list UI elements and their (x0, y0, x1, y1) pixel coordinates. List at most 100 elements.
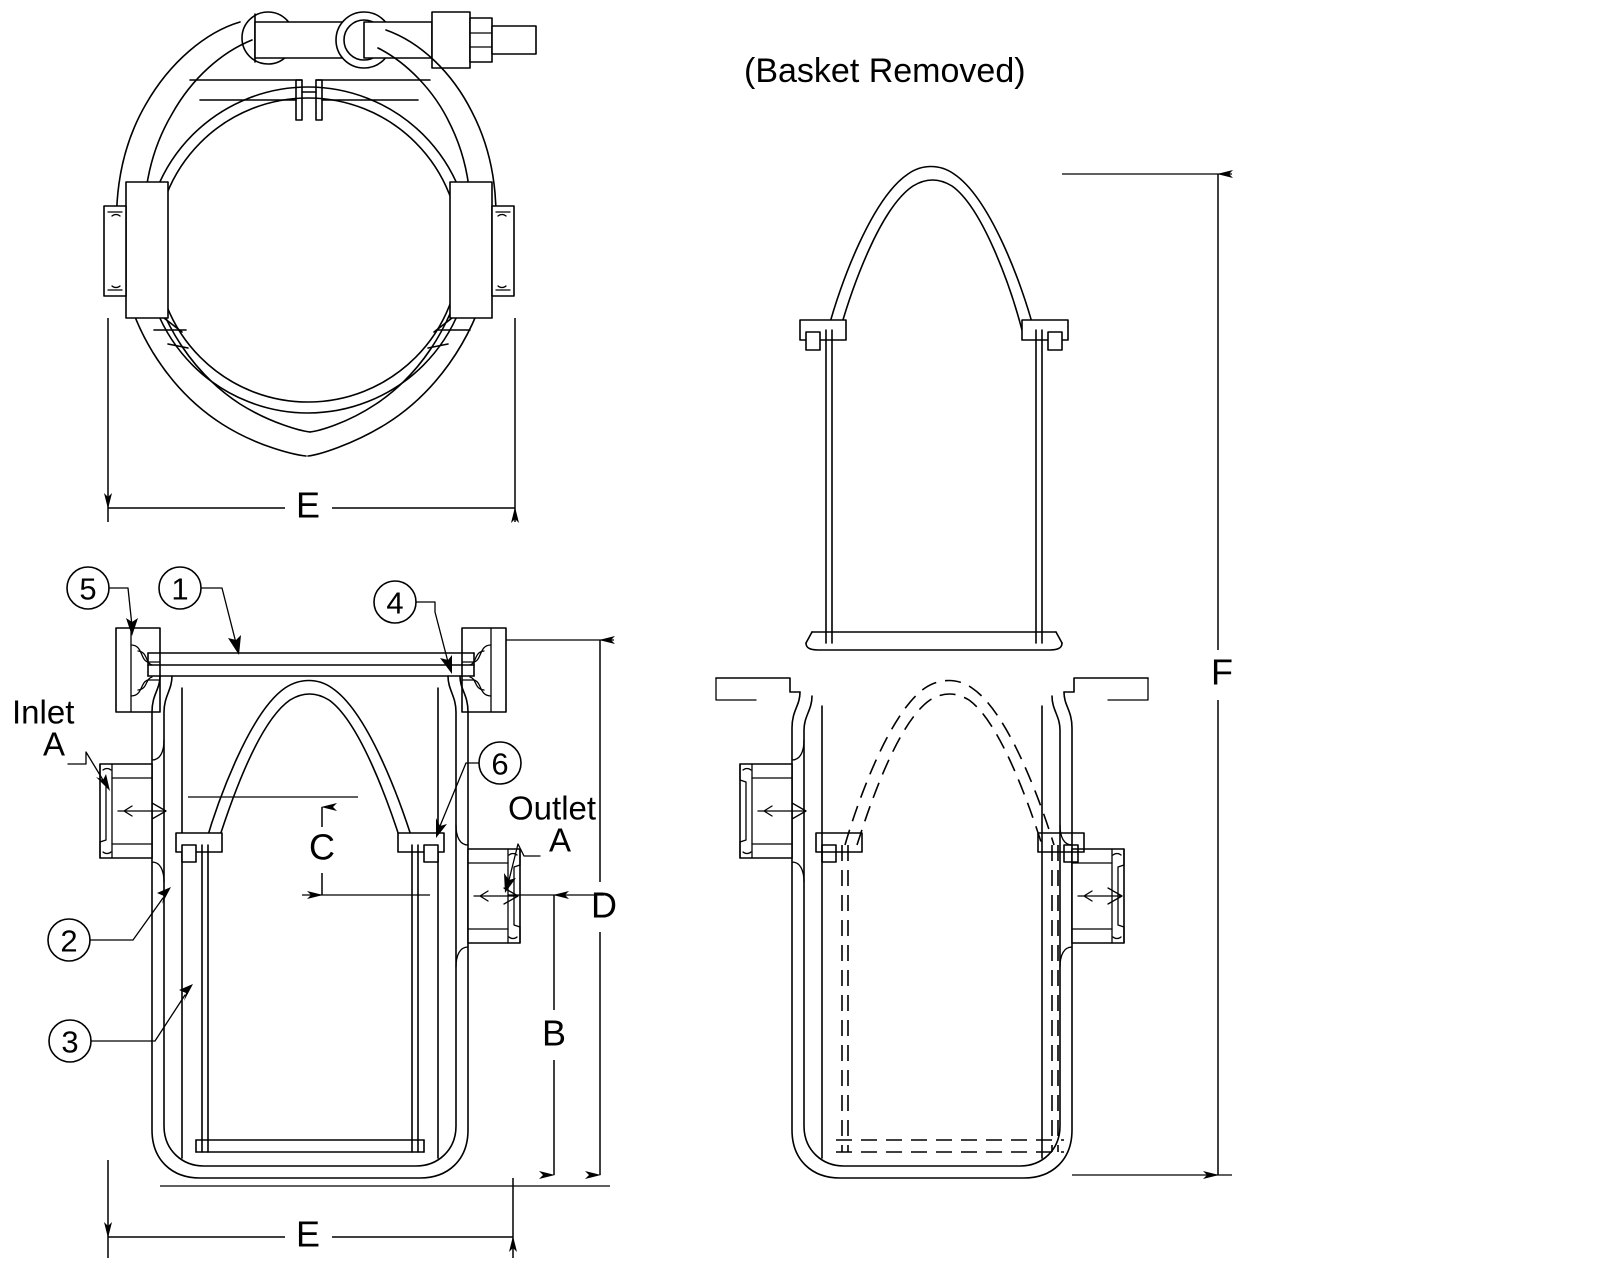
inlet-flange-groove (102, 767, 112, 855)
basket-bracket-left-tab (181, 844, 197, 863)
housing2-inlet-edge (739, 763, 747, 859)
clamp-right-port-body (449, 181, 493, 319)
dimension-d: D (506, 636, 617, 1179)
housing-basket-removed-view: (Basket Removed) F (715, 52, 1233, 1179)
housing2-basket-wall-left (841, 845, 849, 1152)
housing2-outlet-bore (1071, 862, 1113, 930)
balloon-1-arrowhead (228, 635, 241, 655)
balloon-5[interactable]: 5 (66, 566, 138, 636)
balloon-callouts: 5 1 4 (47, 566, 522, 1063)
basket2-handle-arch-inner (839, 179, 1023, 331)
inlet-weld-fillet (151, 739, 165, 883)
housing2-basket-arch-inner (856, 693, 1043, 846)
balloon-4-arrowhead (440, 655, 452, 674)
balloon-4[interactable]: 4 (373, 580, 452, 674)
clamp-left-port-face (103, 205, 127, 297)
clamp-hex-nut-face (469, 17, 493, 63)
clamp-inner-bore-2 (144, 86, 472, 414)
housing2-basket-hidden (815, 679, 1085, 1153)
basket-wall-left (201, 844, 209, 1153)
clamp-right-port-flange (449, 181, 515, 319)
basket-wall-right (411, 844, 419, 1153)
dim-b-label: B (542, 1013, 566, 1054)
inlet-label-group: Inlet A (12, 694, 110, 791)
clamp-ring-top-view: E (103, 11, 537, 526)
outlet-label: Outlet (508, 790, 596, 827)
housing2-basket-bracket-right (1037, 832, 1085, 853)
dimension-b: B (160, 891, 610, 1187)
dim-e-bot-label: E (296, 1214, 320, 1255)
housing2-outlet-groove (1112, 852, 1122, 940)
basket2-bracket-right-tab (1047, 331, 1063, 351)
balloon-6-leader (439, 762, 480, 827)
housing-inner-wall (163, 675, 457, 1167)
clamp-left-port-ridges (107, 211, 123, 291)
housing2-inlet-groove (742, 767, 752, 855)
balloon-1[interactable]: 1 (158, 566, 241, 655)
basket2-handle-arch-outer (827, 165, 1035, 331)
basket-assembly-section (175, 679, 445, 1153)
basket2-bottom-ends (805, 631, 1063, 644)
dimension-e-top: E (104, 318, 519, 526)
housing2-basket-bracket-left-tab (821, 844, 837, 863)
inlet-nozzle (99, 739, 167, 883)
clamp-bolt-assembly (241, 11, 537, 69)
basket-removed-note: (Basket Removed) (744, 52, 1026, 90)
inlet-size-label: A (43, 726, 65, 763)
outlet-label-arrowhead (504, 873, 516, 893)
outlet-bore-lines (467, 862, 509, 930)
balloon-2[interactable]: 2 (47, 887, 171, 962)
basket2-bottom-profile (805, 642, 1063, 651)
clamp-left-port-flange (103, 181, 169, 319)
cover-clamp-right (461, 627, 507, 713)
dim-d-label: D (591, 885, 617, 926)
balloon-4-number: 4 (386, 586, 403, 621)
housing2-basket-bracket-right-tab (1063, 844, 1079, 863)
cover-clamp-left-body (115, 627, 161, 713)
inlet-flange-edge (99, 763, 107, 859)
housing2-outlet-nozzle (1059, 824, 1125, 968)
housing2-outlet-flow-arrow-icon (1077, 887, 1123, 905)
housing2-clamp-left (715, 677, 801, 701)
dim-c-label: C (309, 827, 335, 868)
inlet-bore-lines (111, 777, 153, 845)
dim-e-top-label: E (296, 485, 320, 526)
balloon-6[interactable]: 6 (436, 741, 522, 838)
basket-handle-arch-inner (216, 693, 403, 846)
balloon-3-number: 3 (61, 1025, 78, 1060)
housing2-outer-wall (791, 691, 1073, 1179)
outlet-weld-fillet (455, 824, 469, 968)
clamp-gap-right-tab (315, 79, 323, 121)
clamp-right-port-ridges (495, 211, 511, 291)
clamp-right-port-seal (497, 213, 507, 289)
housing2-clamp-left-top (715, 677, 801, 693)
basket2-rod-left (825, 329, 833, 644)
housing2-basket-wall-right (1051, 845, 1059, 1152)
basket-bracket-right-tab (423, 844, 439, 863)
balloon-5-arrowhead (126, 618, 138, 636)
clamp-gap-left-tab (295, 79, 303, 121)
cover-plate-ends (147, 652, 475, 677)
basket-assembly-view (799, 165, 1069, 651)
outlet-flange-groove (508, 852, 518, 940)
outlet-size-label: A (549, 822, 571, 859)
clamp-band-break-right (427, 317, 453, 349)
balloon-4-leader (415, 601, 449, 663)
dimension-c: C (188, 796, 430, 899)
housing2-bore-lines (821, 705, 1043, 1159)
outlet-label-group: Outlet A (504, 790, 596, 893)
cover-plate (147, 652, 475, 677)
clamp-threaded-rod (491, 25, 537, 55)
dim-f-label: F (1211, 652, 1233, 693)
balloon-3[interactable]: 3 (48, 984, 193, 1063)
housing2-inlet-bore (751, 777, 793, 845)
balloon-2-leader (89, 897, 164, 941)
clamp-inner-bore (155, 97, 461, 403)
inlet-label-arrowhead (96, 774, 110, 791)
clamp-bolt-shank (363, 21, 433, 59)
housing2-basket-bracket-left (815, 832, 863, 853)
housing2-clamp-right (1063, 677, 1149, 701)
housing2-basket-arch-outer (844, 679, 1055, 846)
balloon-6-number: 6 (491, 747, 508, 782)
